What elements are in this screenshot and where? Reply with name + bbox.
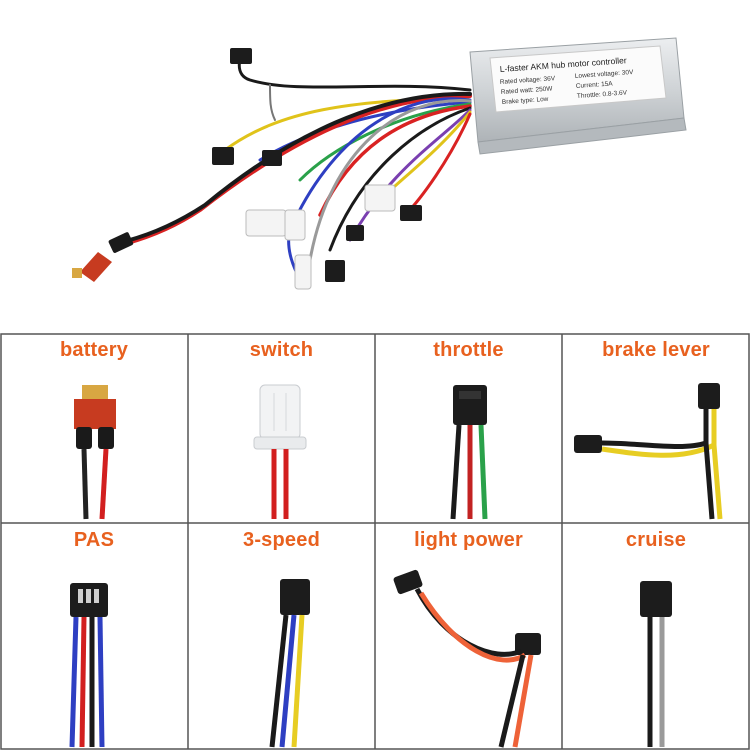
connector-cell-pas: PAS	[0, 523, 188, 750]
t-plug-connector-icon	[74, 385, 116, 520]
connector-label: switch	[249, 339, 314, 361]
controller-photo: L-faster AKM hub motor controller Rated …	[72, 37, 687, 290]
white-switch-connector-icon	[253, 384, 307, 519]
connector-label: 3-speed	[243, 529, 320, 551]
grid-lines	[0, 333, 750, 750]
controller-sticker: L-faster AKM hub motor controller Rated …	[489, 45, 667, 113]
brake-type: Brake type: Low	[502, 96, 549, 106]
connector-label: throttle	[433, 339, 504, 361]
connector-cell-battery: battery	[0, 333, 188, 523]
cruise-connector-icon	[640, 581, 672, 747]
rated-voltage: Rated voltage: 36V	[500, 75, 556, 86]
connector-grid: battery switch throttle	[0, 333, 750, 750]
connector-cell-throttle: throttle	[375, 333, 562, 523]
throttle-spec: Throttle: 0.8-3.6V	[577, 89, 628, 100]
connector-cell-switch: switch	[188, 333, 375, 523]
controller-body: L-faster AKM hub motor controller Rated …	[469, 37, 687, 155]
connector-label: PAS	[73, 529, 115, 551]
pas-connector-icon	[69, 583, 108, 748]
current: Current: 15A	[576, 80, 614, 90]
wire-harness	[116, 56, 472, 282]
throttle-connector-icon	[450, 385, 488, 520]
brake-lever-connector-icon	[574, 383, 723, 520]
rated-watt: Rated watt: 250W	[501, 85, 554, 96]
connector-cell-cruise: cruise	[562, 523, 750, 750]
connector-cell-light-power: light power	[375, 523, 562, 750]
lowest-voltage: Lowest voltage: 30V	[575, 69, 635, 80]
hero-connectors	[72, 48, 422, 290]
connector-cell-3-speed: 3-speed	[188, 523, 375, 750]
connector-cell-brake-lever: brake lever	[562, 333, 750, 523]
connector-label: brake lever	[602, 339, 710, 361]
connector-label: light power	[414, 529, 523, 551]
light-power-connector-icon	[393, 569, 541, 748]
connector-label: battery	[59, 339, 129, 361]
connector-label: cruise	[625, 529, 687, 551]
three-speed-connector-icon	[269, 579, 310, 748]
